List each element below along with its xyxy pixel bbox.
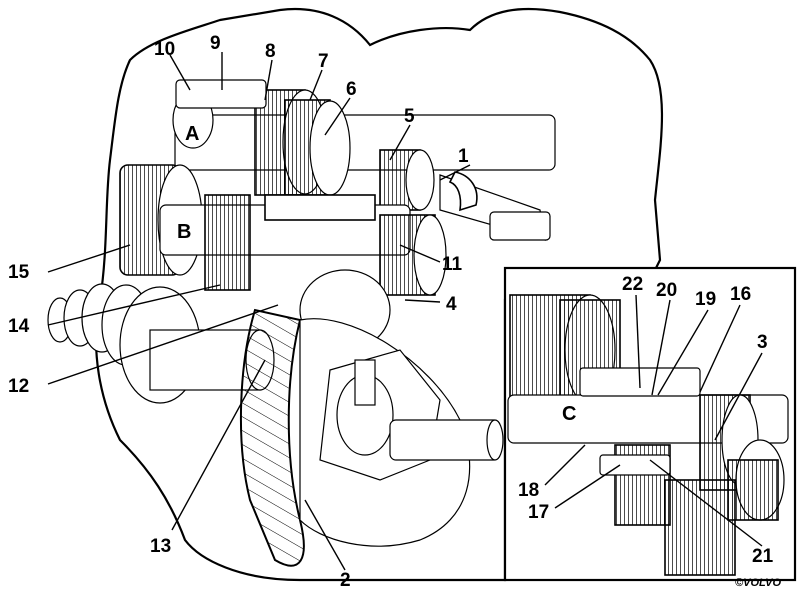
callout-4: 4: [446, 294, 457, 315]
callout-16: 16: [730, 284, 751, 305]
callout-18: 18: [518, 480, 539, 501]
callout-15: 15: [8, 262, 30, 283]
callout-19: 19: [695, 289, 716, 310]
callout-13: 13: [150, 536, 171, 557]
shaft-label-b: B: [177, 221, 191, 243]
callout-6: 6: [346, 79, 357, 100]
shaft-b-assembly: [119, 164, 447, 351]
callout-7: 7: [318, 51, 329, 72]
callout-11: 11: [442, 254, 463, 275]
shaft-a-assembly: [172, 79, 556, 241]
callout-9: 9: [210, 33, 221, 54]
leader-lines: [47, 52, 763, 571]
inset-detail: [507, 294, 789, 576]
shaft-label-a: A: [185, 123, 199, 145]
callout-12: 12: [8, 376, 29, 397]
callout-20: 20: [656, 280, 677, 301]
callout-8: 8: [265, 41, 276, 62]
callout-14: 14: [8, 316, 30, 337]
callout-22: 22: [622, 274, 643, 295]
differential: [319, 349, 504, 481]
callout-10: 10: [154, 39, 175, 60]
callout-17: 17: [528, 502, 549, 523]
copyright-mark: ©VOLVO: [735, 577, 781, 589]
shaft-label-c: C: [562, 403, 576, 425]
callout-3: 3: [757, 332, 768, 353]
callout-1: 1: [458, 146, 469, 167]
callout-5: 5: [404, 106, 415, 127]
callout-21: 21: [752, 546, 774, 567]
callout-2: 2: [340, 570, 351, 591]
